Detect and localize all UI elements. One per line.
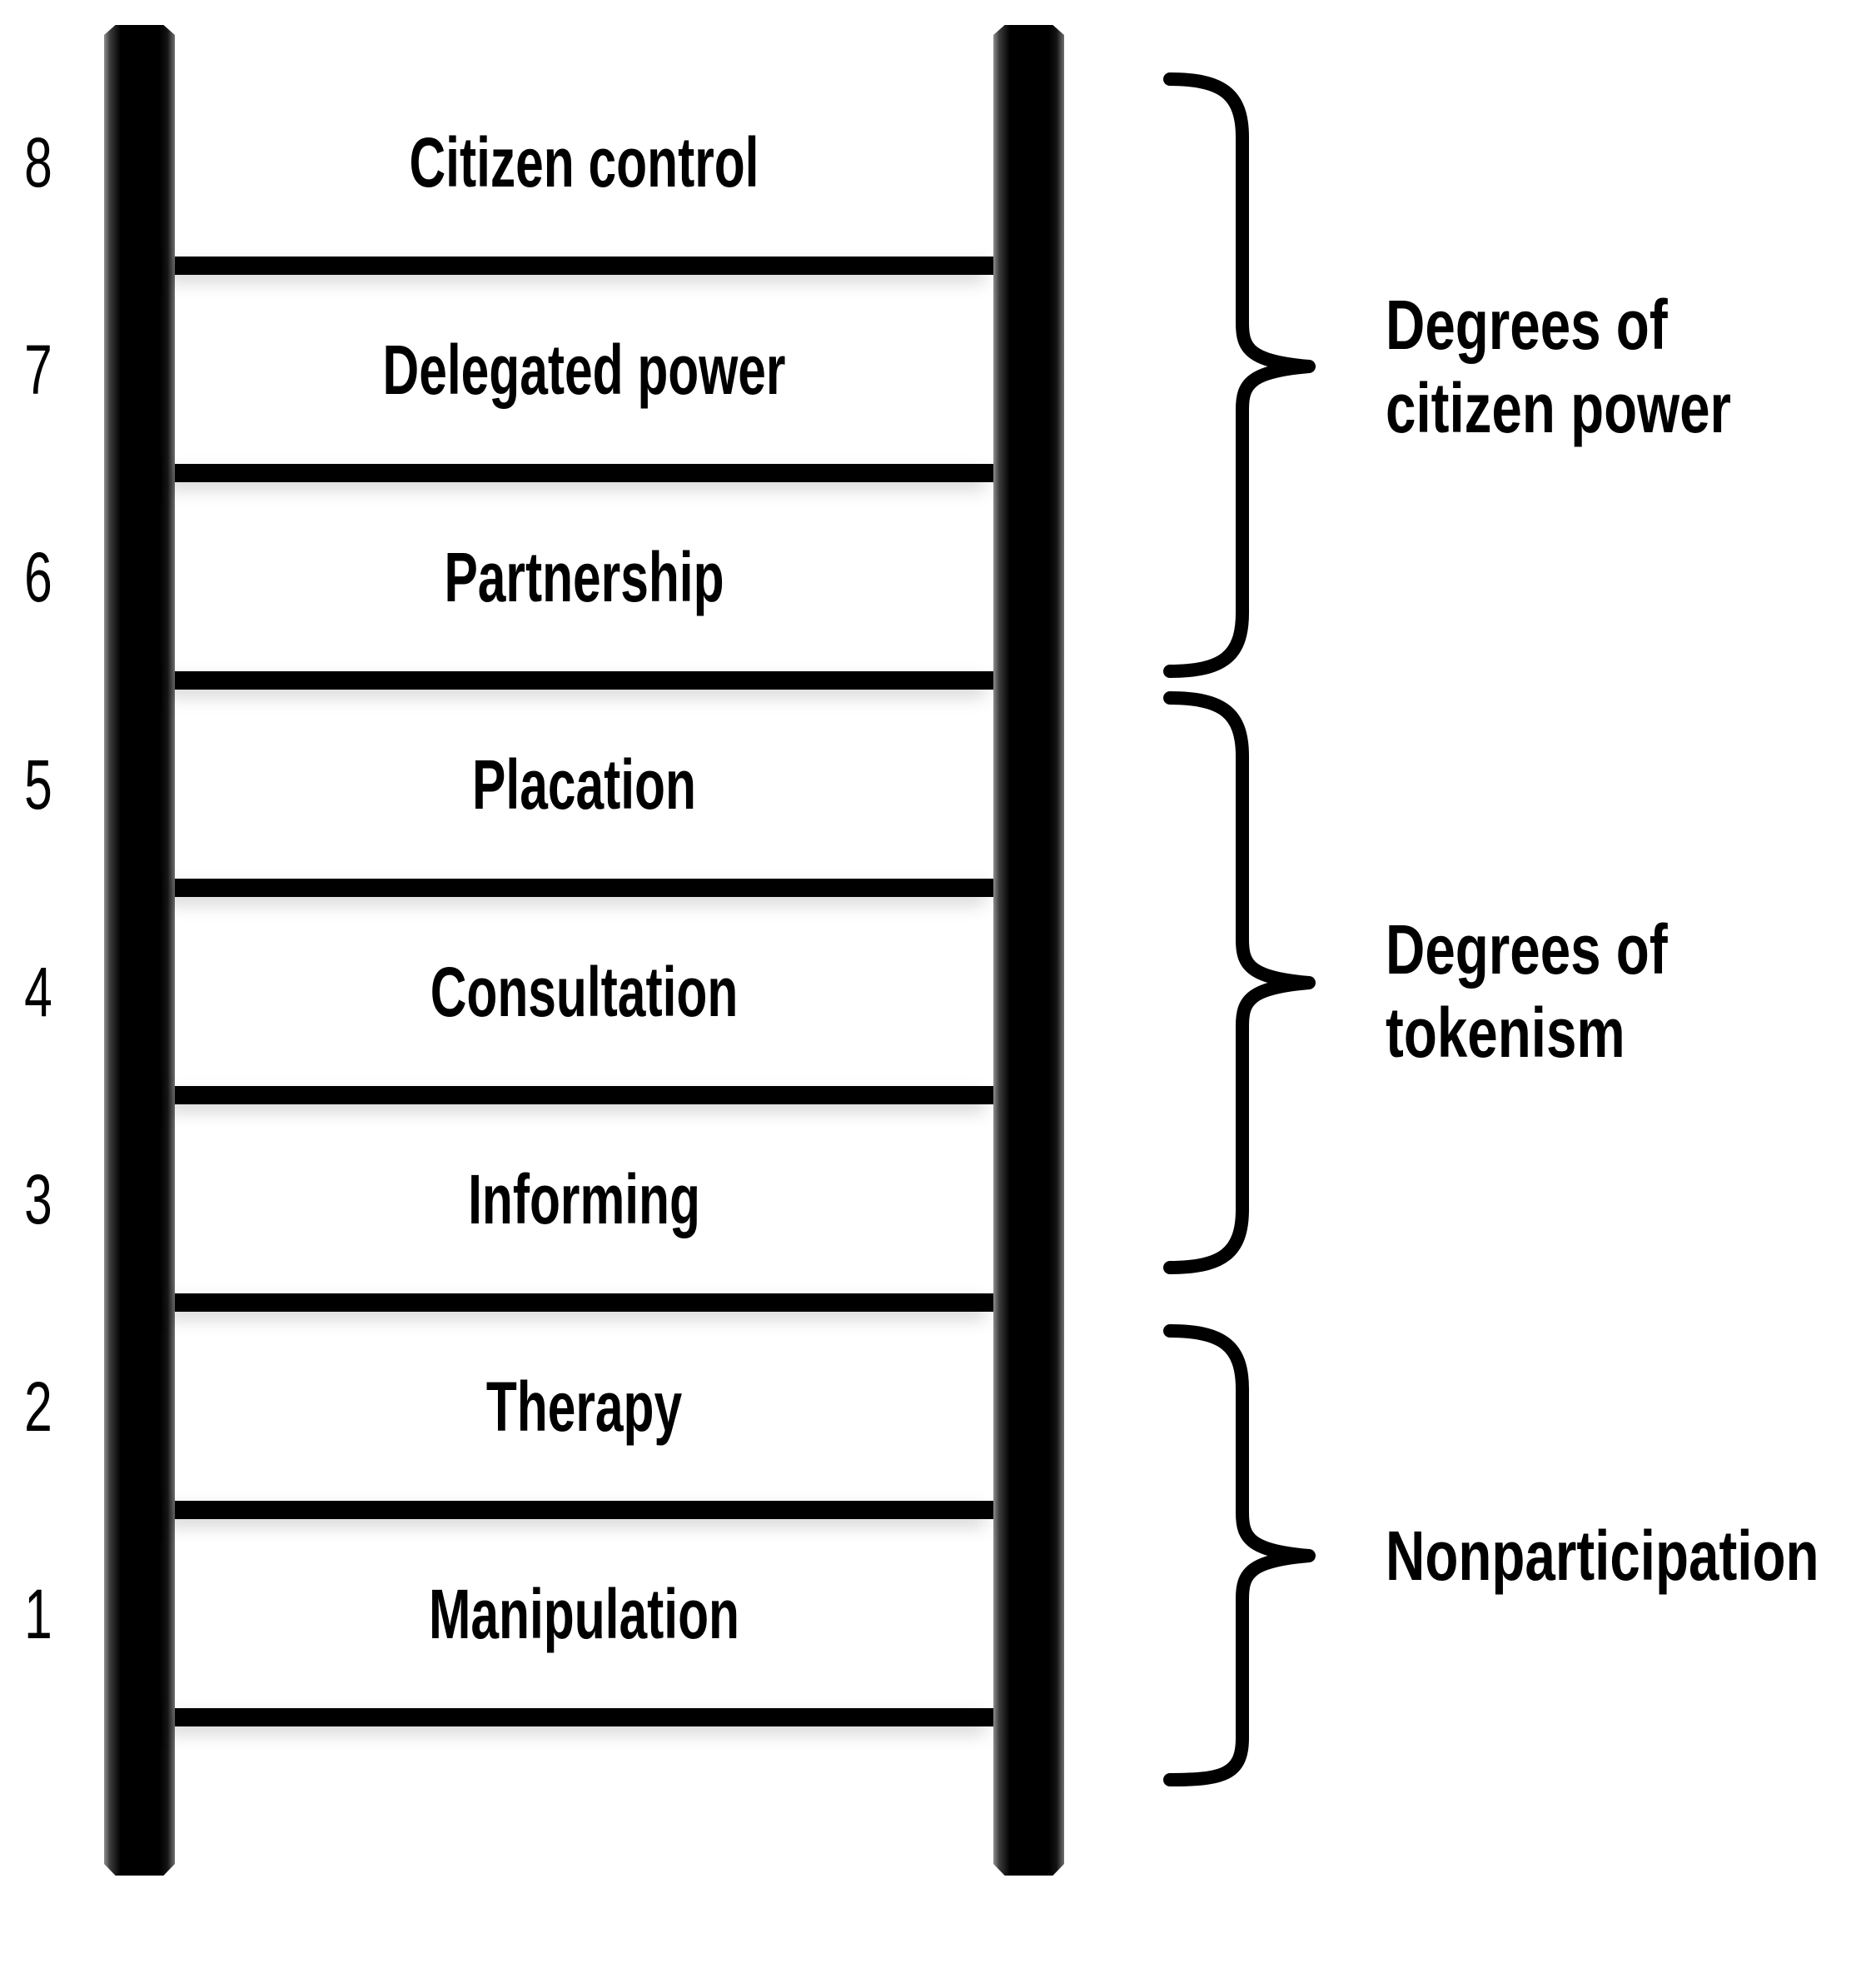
level-number-2: 2 bbox=[24, 1368, 52, 1446]
level-number-7: 7 bbox=[24, 331, 52, 409]
group-caption-citizen-power: Degrees of citizen power bbox=[1386, 283, 1765, 450]
level-label-therapy: Therapy bbox=[485, 1368, 683, 1446]
brace-tokenism bbox=[1163, 691, 1316, 1274]
level-number-8: 8 bbox=[24, 123, 52, 202]
level-number-4: 4 bbox=[24, 953, 52, 1031]
brace-nonparticipation bbox=[1163, 1324, 1316, 1786]
group-caption-line: Degrees of bbox=[1386, 286, 1668, 364]
level-number-6: 6 bbox=[24, 538, 52, 616]
level-label-citizen-control: Citizen control bbox=[409, 123, 759, 202]
level-label-consultation: Consultation bbox=[430, 953, 739, 1031]
brace-citizen-power bbox=[1163, 72, 1316, 678]
level-label-delegated-power: Delegated power bbox=[382, 331, 786, 409]
group-caption-line: tokenism bbox=[1386, 994, 1625, 1072]
ladder-rung bbox=[175, 464, 993, 482]
level-number-1: 1 bbox=[24, 1575, 52, 1653]
group-caption-line: citizen power bbox=[1386, 369, 1732, 447]
level-number-3: 3 bbox=[24, 1160, 52, 1238]
ladder-rung bbox=[175, 671, 993, 690]
ladder-rung bbox=[175, 1293, 993, 1312]
ladder-rung bbox=[175, 879, 993, 897]
ladder-right-rail bbox=[993, 25, 1064, 1876]
ladder-left-rail bbox=[104, 25, 175, 1876]
ladder-rung bbox=[175, 1708, 993, 1726]
group-caption-tokenism: Degrees of tokenism bbox=[1386, 908, 1765, 1074]
ladder-rung bbox=[175, 257, 993, 275]
ladder-rung bbox=[175, 1501, 993, 1519]
level-label-partnership: Partnership bbox=[444, 538, 724, 616]
group-caption-line: Degrees of bbox=[1386, 910, 1668, 989]
level-label-placation: Placation bbox=[472, 745, 696, 824]
level-number-5: 5 bbox=[24, 745, 52, 824]
level-label-manipulation: Manipulation bbox=[429, 1575, 739, 1653]
group-caption-nonparticipation: Nonparticipation bbox=[1386, 1514, 1819, 1597]
group-caption-line: Nonparticipation bbox=[1386, 1517, 1819, 1595]
level-label-informing: Informing bbox=[468, 1160, 700, 1238]
ladder-rung bbox=[175, 1086, 993, 1104]
